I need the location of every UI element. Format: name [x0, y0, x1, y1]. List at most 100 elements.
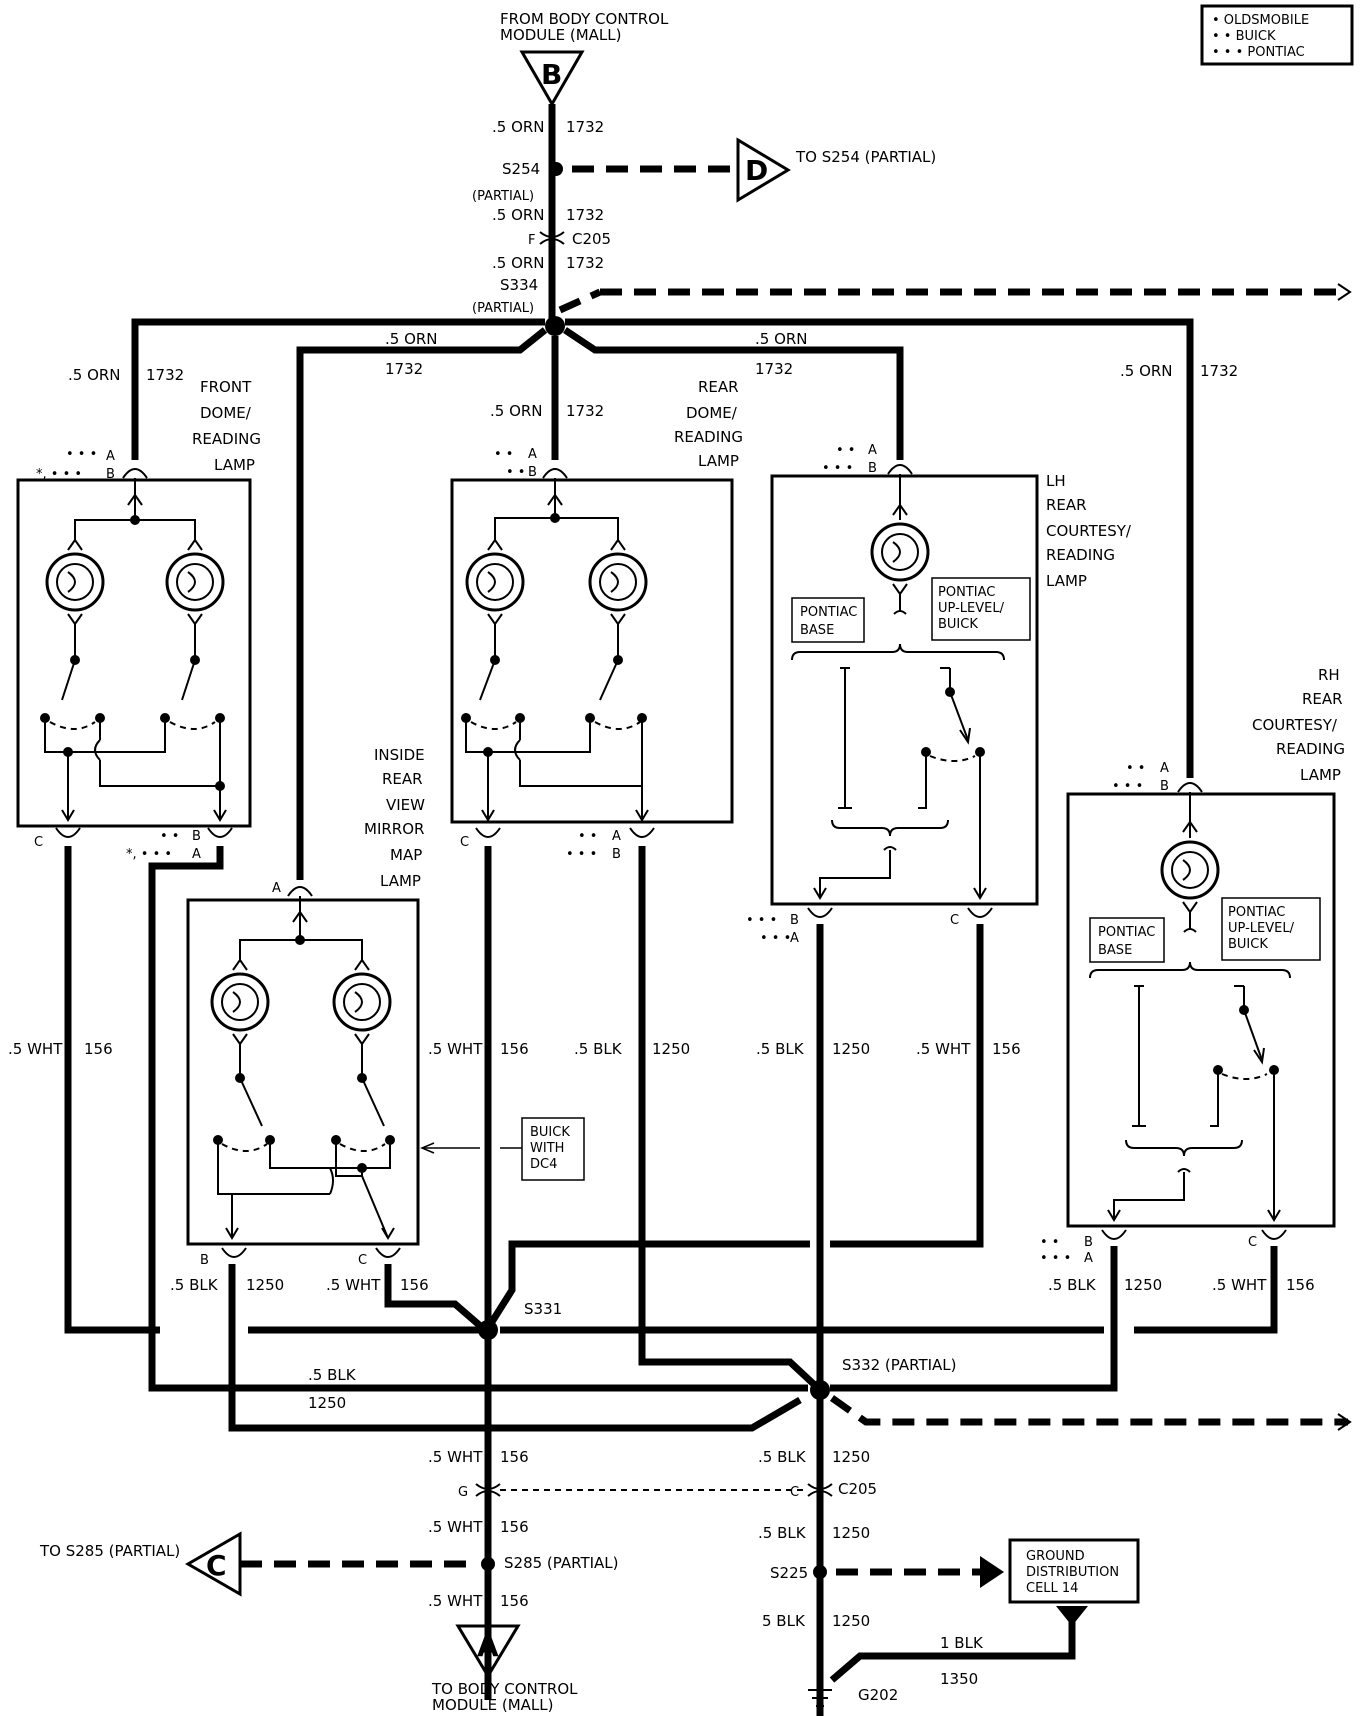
- front-lamp-pin-a: A: [106, 449, 115, 464]
- wire-wht-rh-c: [1134, 1246, 1278, 1334]
- rear-lamp-pin-a2-dots: • •: [578, 829, 597, 844]
- wire-blk-1350: [829, 1616, 1076, 1683]
- lh-lamp-pin-a2-dots: • • •: [760, 931, 791, 946]
- ground-dist-3: CELL 14: [1026, 1581, 1078, 1596]
- wire-ckt-1732-7: 1732: [566, 402, 604, 420]
- wire-label-wht-8: .5 WHT: [428, 1592, 483, 1610]
- wire-ckt-156-2: 156: [400, 1276, 429, 1294]
- mirror-lamp-title-2: REAR: [382, 770, 423, 788]
- mirror-lamp-bulb-left-icon: [210, 972, 270, 1032]
- rear-lamp-title-1: REAR: [698, 378, 739, 396]
- rear-lamp-pin-a: A: [528, 447, 537, 462]
- rh-lamp-title-5: LAMP: [1300, 766, 1341, 784]
- rh-rear-courtesy-reading-lamp: RH REAR COURTESY/ READING LAMP • • A • •…: [1040, 666, 1345, 1266]
- wire-label-wht-5: .5 WHT: [1212, 1276, 1267, 1294]
- to-s254-label: TO S254 (PARTIAL): [795, 148, 936, 166]
- wire-ckt-1732-1: 1732: [566, 118, 604, 136]
- connector-c205-top-lower: [539, 238, 565, 245]
- ground-dist-1: GROUND: [1026, 1549, 1085, 1564]
- ground-g202-icon: [808, 1689, 832, 1707]
- wire-label-wht-6: .5 WHT: [428, 1448, 483, 1466]
- wire-label-orn-1: .5 ORN: [492, 118, 545, 136]
- wire-label-wht-1: .5 WHT: [8, 1040, 63, 1058]
- rh-lamp-title-1: RH: [1318, 666, 1340, 684]
- wire-label-blk-6: .5 BLK: [758, 1448, 807, 1466]
- splice-s225-label: S225: [770, 1564, 808, 1582]
- splice-s254-dot: [549, 162, 563, 176]
- lh-lamp-bulb-icon: [870, 522, 930, 582]
- wire-label-wht-7: .5 WHT: [428, 1518, 483, 1536]
- wire-label-orn-8: .5 ORN: [1120, 362, 1173, 380]
- ground-dist-arrow-icon: [980, 1556, 1004, 1588]
- lh-pontiac-uplevel-1: PONTIAC: [938, 585, 995, 600]
- wire-label-blk-1: .5 BLK: [308, 1366, 357, 1384]
- front-lamp-bulb-right-icon: [165, 552, 225, 612]
- wire-label-blk-2: .5 BLK: [170, 1276, 219, 1294]
- wire-ckt-156-4: 156: [992, 1040, 1021, 1058]
- rh-lamp-pin-a2-dots: • • •: [1040, 1251, 1071, 1266]
- connector-d-letter: D: [745, 154, 768, 187]
- wire-label-wht-2: .5 WHT: [326, 1276, 381, 1294]
- wire-orn-rh-lamp: [565, 318, 1194, 778]
- inside-rear-view-mirror-map-lamp: INSIDE REAR VIEW MIRROR MAP LAMP A: [186, 746, 425, 1268]
- wire-s332-dashed-right: [829, 1395, 1348, 1426]
- ground-dist-feed-icon: [1056, 1606, 1088, 1626]
- wire-ckt-156-7: 156: [500, 1518, 529, 1536]
- connector-b-triangle: B: [519, 50, 585, 108]
- lh-lamp-pin-c: C: [950, 913, 959, 928]
- lh-pontiac-uplevel-box: [931, 577, 1031, 641]
- wire-wht-lh-to-s331: [487, 1240, 810, 1327]
- rh-lamp-pin-b-dots: • • •: [1112, 779, 1143, 794]
- splice-s254-partial: (PARTIAL): [472, 189, 534, 204]
- connector-a-letter: A: [477, 1630, 499, 1663]
- wire-ckt-1350: 1350: [940, 1670, 978, 1688]
- lh-lamp-title-1: LH: [1046, 472, 1066, 490]
- front-lamp-box: [16, 478, 252, 828]
- buick-dc4-2: WITH: [530, 1141, 564, 1156]
- wire-label-wht-3: .5 WHT: [428, 1040, 483, 1058]
- mirror-lamp-pin-c: C: [358, 1253, 367, 1268]
- rh-pontiac-uplevel-3: BUICK: [1228, 937, 1268, 952]
- splice-s285-dot: [481, 1557, 495, 1571]
- rh-pontiac-base-2: BASE: [1098, 943, 1132, 958]
- wire-label-blk5: 5 BLK: [762, 1612, 806, 1630]
- mirror-lamp-box: [186, 898, 420, 1246]
- rear-lamp-title-2: DOME/: [686, 404, 738, 422]
- connector-a-triangle: A: [455, 1624, 521, 1679]
- rear-lamp-bulb-left-icon: [465, 552, 525, 612]
- mirror-lamp-pin-a: A: [272, 881, 281, 896]
- rh-lamp-title-2: REAR: [1302, 690, 1343, 708]
- arrow-left-icon: [420, 1142, 435, 1154]
- wire-wht-lh-c: [830, 924, 984, 1248]
- ground-g202-label: G202: [858, 1686, 898, 1704]
- rear-lamp-pin-c: C: [460, 835, 469, 850]
- lh-pontiac-base-box: [791, 597, 865, 643]
- connector-b-letter: B: [541, 58, 562, 91]
- wire-label-orn-3: .5 ORN: [492, 254, 545, 272]
- rear-lamp-box: [450, 478, 734, 824]
- ground-dist-box: [1008, 1538, 1140, 1604]
- lh-lamp-title-5: LAMP: [1046, 572, 1087, 590]
- rh-lamp-pin-c: C: [1248, 1235, 1257, 1250]
- wire-label-orn-5: .5 ORN: [755, 330, 808, 348]
- connector-c205-bottom-blk-upper: [807, 1483, 833, 1490]
- wire-wht-mirror-c: [384, 1264, 488, 1333]
- ground-dist-2: DISTRIBUTION: [1026, 1565, 1119, 1580]
- buick-dc4-box: [521, 1117, 585, 1181]
- lh-lamp-pin-a2: A: [790, 931, 799, 946]
- splice-s332-label: S332 (PARTIAL): [842, 1356, 957, 1374]
- wire-ckt-156-8: 156: [500, 1592, 529, 1610]
- rear-lamp-pin-b2: B: [612, 847, 621, 862]
- mirror-lamp-bulb-right-icon: [332, 972, 392, 1032]
- rear-lamp-pin-b2-dots: • • •: [566, 847, 597, 862]
- buick-dc4-3: DC4: [530, 1157, 557, 1172]
- connector-c205-bottom-wht-upper: [475, 1483, 501, 1490]
- mirror-lamp-title-4: MIRROR: [364, 820, 424, 838]
- splice-s334-dot: [545, 316, 565, 336]
- rh-pontiac-uplevel-1: PONTIAC: [1228, 905, 1285, 920]
- buick-dc4-1: BUICK: [530, 1125, 570, 1140]
- lh-lamp-pin-b: B: [868, 461, 877, 476]
- lh-pontiac-uplevel-3: BUICK: [938, 617, 978, 632]
- front-lamp-connector-ba: [207, 827, 233, 838]
- rh-lamp-pin-a-dots: • •: [1126, 761, 1145, 776]
